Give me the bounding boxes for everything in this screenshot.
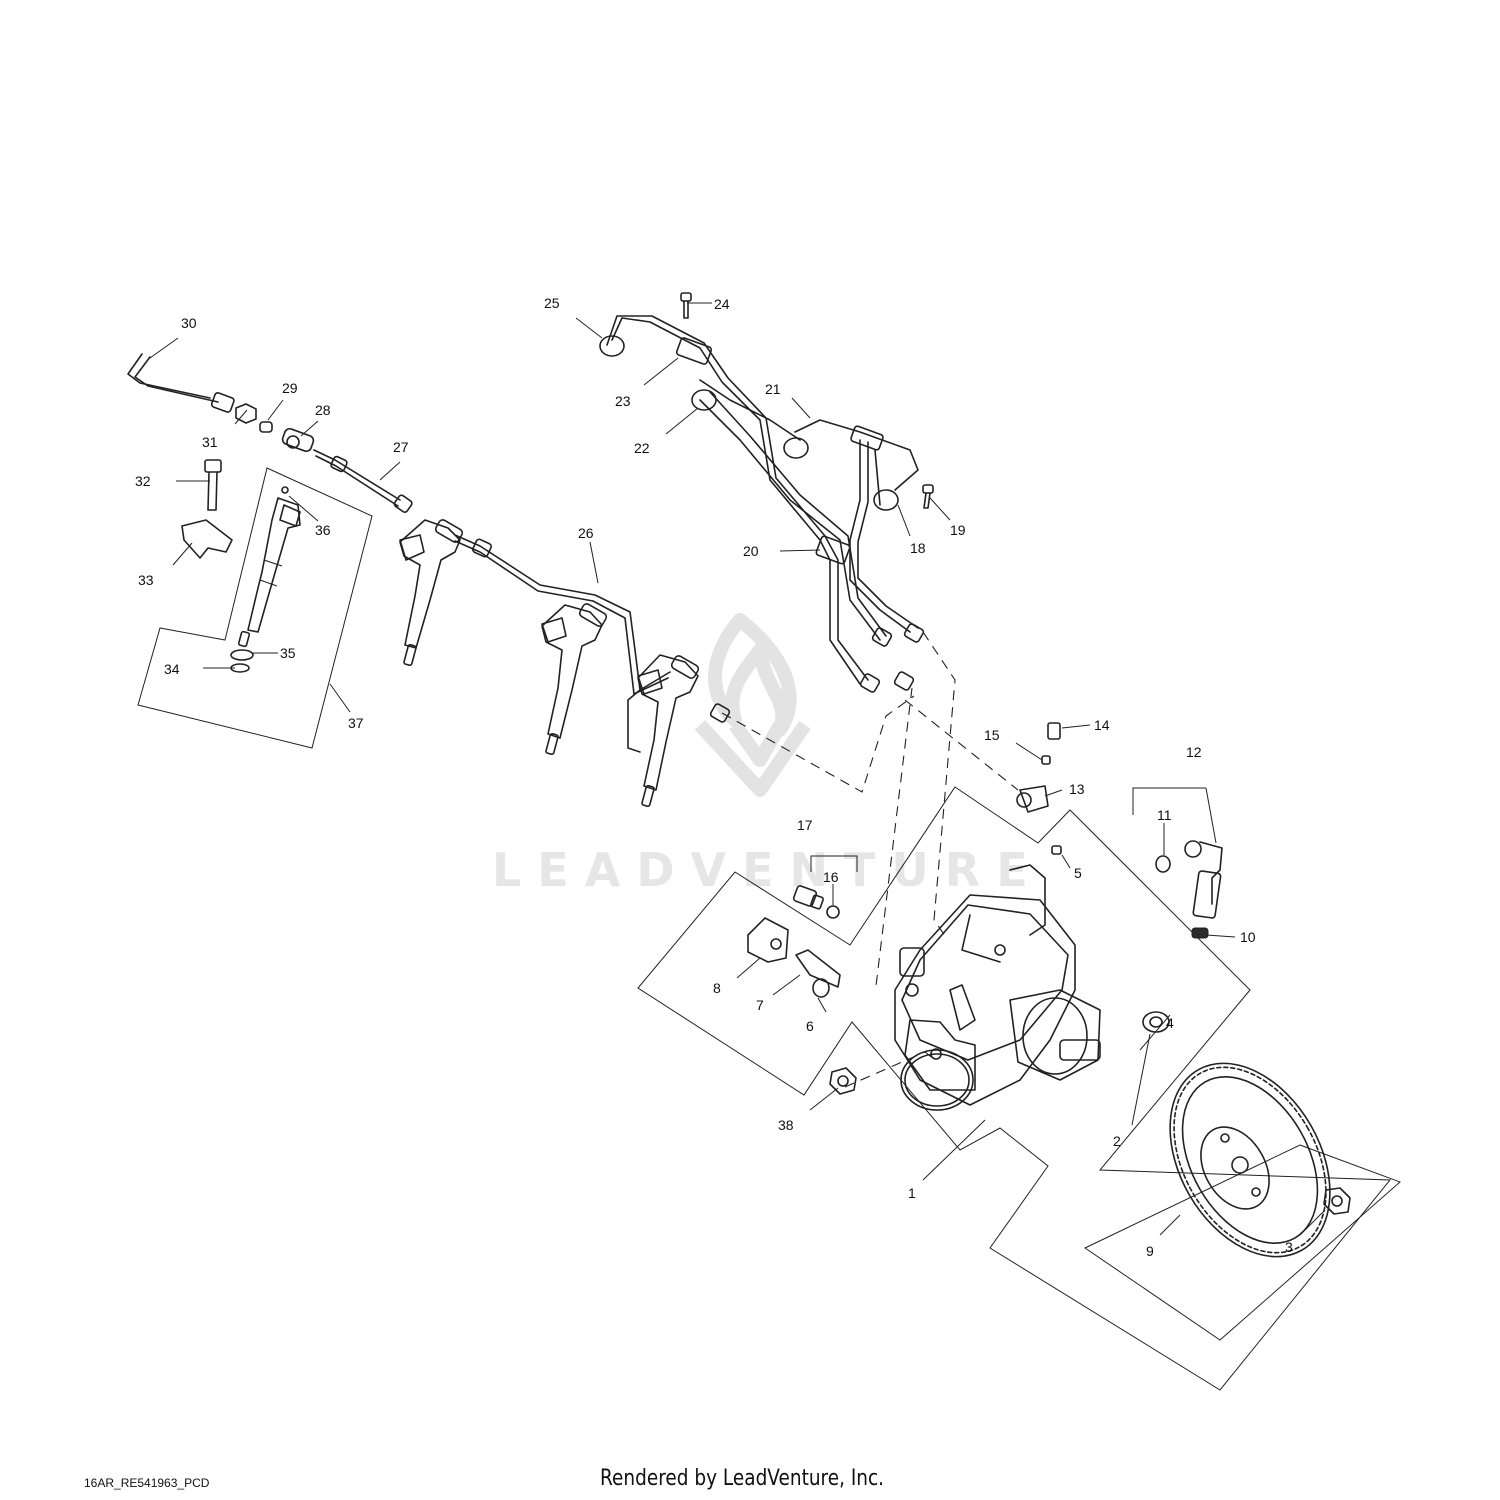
callout-20: 20 <box>743 543 759 559</box>
clamp-33 <box>181 519 233 559</box>
plug-5 <box>1051 845 1062 855</box>
bolt-24 <box>680 292 692 319</box>
watermark-text: LEADVENTURE <box>492 843 1044 897</box>
o-ring-4 <box>900 1049 974 1111</box>
injector-2 <box>399 519 464 667</box>
assembly-brackets <box>137 467 1401 1391</box>
callout-3: 3 <box>1285 1239 1293 1255</box>
callout-35: 35 <box>280 645 296 661</box>
callout-33: 33 <box>138 572 154 588</box>
o-ring-6 <box>812 978 830 998</box>
callout-26: 26 <box>578 525 594 541</box>
callout-14: 14 <box>1094 717 1110 733</box>
callout-1: 1 <box>908 1185 916 1201</box>
fuel-lines-21 <box>599 315 925 693</box>
callout-13: 13 <box>1069 781 1085 797</box>
bracket-12-harness <box>1132 787 1206 815</box>
callout-5: 5 <box>1074 865 1082 881</box>
solenoid-8 <box>747 917 789 963</box>
nut-3 <box>1323 1187 1351 1215</box>
callout-4: 4 <box>1166 1015 1174 1031</box>
gear-9 <box>1169 1062 1331 1258</box>
callout-38: 38 <box>778 1117 794 1133</box>
callout-24: 24 <box>714 296 730 312</box>
callout-11: 11 <box>1157 807 1172 823</box>
callout-30: 30 <box>181 315 197 331</box>
callout-22: 22 <box>634 440 650 456</box>
bracket-37-injector-assembly <box>137 467 373 749</box>
callout-15: 15 <box>984 727 1000 743</box>
callout-18: 18 <box>910 540 926 556</box>
nut-10 <box>1191 927 1209 939</box>
injector-4 <box>637 654 731 808</box>
callout-29: 29 <box>282 380 298 396</box>
callout-10: 10 <box>1240 929 1256 945</box>
callout-6: 6 <box>806 1018 814 1034</box>
callout-8: 8 <box>713 980 721 996</box>
render-credit: Rendered by LeadVenture, Inc. <box>600 1466 885 1491</box>
o-ring-16 <box>826 905 840 919</box>
bracket-1-pump-assembly <box>637 786 1392 1391</box>
fitting-29 <box>259 421 273 433</box>
callout-37: 37 <box>348 715 364 731</box>
leakoff-line-26 <box>454 534 671 753</box>
callout-27: 27 <box>393 439 409 455</box>
callout-12: 12 <box>1186 744 1202 760</box>
nut-31 <box>235 403 257 424</box>
bracket-9-gear-assembly <box>1084 1144 1401 1341</box>
banjo-fitting-28 <box>281 427 315 453</box>
clamp-23 <box>675 337 713 365</box>
leakoff-line-27 <box>313 449 413 513</box>
fitting-13-14-15 <box>1016 722 1061 813</box>
leader-lines <box>149 302 1326 1236</box>
callout-21: 21 <box>765 381 781 397</box>
solenoid-valve-7 <box>795 949 841 988</box>
callout-36: 36 <box>315 522 331 538</box>
clamp-18 <box>850 425 884 451</box>
harness-12 <box>1184 840 1223 919</box>
callout-16: 16 <box>823 869 839 885</box>
fitting-17 <box>792 885 824 910</box>
callout-19: 19 <box>950 522 966 538</box>
callout-17: 17 <box>797 817 813 833</box>
callout-25: 25 <box>544 295 560 311</box>
callout-32: 32 <box>135 473 151 489</box>
watermark-logo <box>694 613 811 797</box>
injection-pump-1 <box>894 864 1101 1106</box>
callout-34: 34 <box>164 661 180 677</box>
bolt-32 <box>204 459 222 511</box>
bracket-17-fitting <box>810 855 858 872</box>
callout-2: 2 <box>1113 1133 1121 1149</box>
injector-3 <box>541 603 608 756</box>
bolt-19 <box>922 484 934 509</box>
callout-28: 28 <box>315 402 331 418</box>
callout-9: 9 <box>1146 1243 1154 1259</box>
injector-37-1 <box>237 497 301 648</box>
callout-labels: 1 2 3 4 5 6 7 8 9 10 11 12 13 14 15 16 1… <box>135 295 1293 1259</box>
callout-31: 31 <box>202 434 218 450</box>
leakoff-line-30 <box>127 353 235 413</box>
callout-23: 23 <box>615 393 631 409</box>
clamp-20 <box>815 535 851 565</box>
nut-38 <box>829 1067 857 1095</box>
drawing-id: 16AR_RE541963_PCD <box>84 1476 210 1490</box>
o-ring-11 <box>1155 855 1171 873</box>
callout-7: 7 <box>756 997 764 1013</box>
